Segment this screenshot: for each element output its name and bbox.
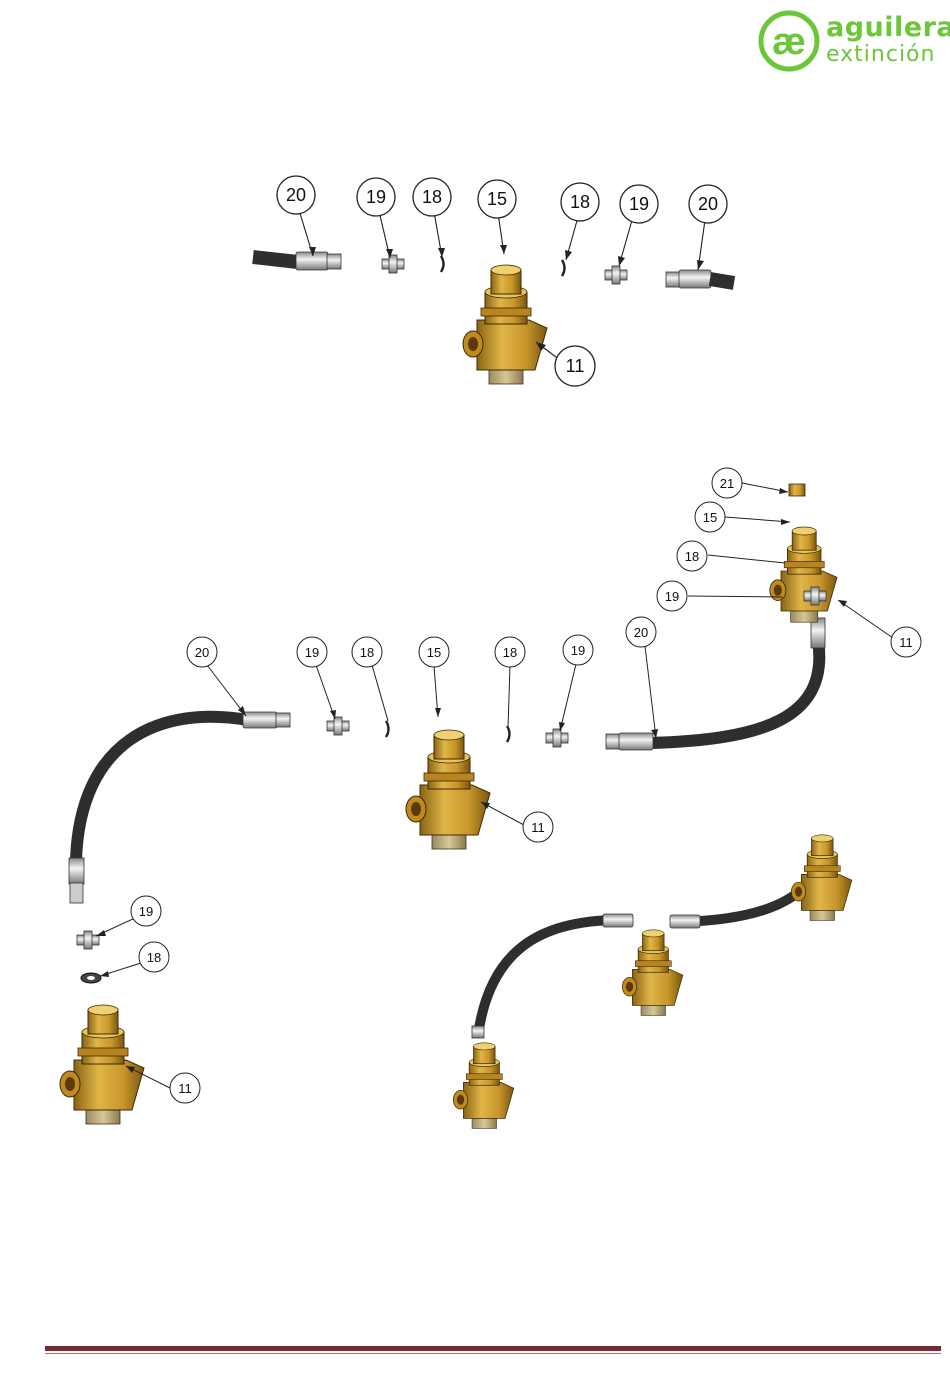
low-label-18: 18	[147, 950, 161, 965]
right-assembled-view: 21 15 18 19 20 11	[606, 468, 921, 750]
top-label-18-right: 18	[570, 192, 590, 212]
chain-valve-middle	[622, 930, 682, 1016]
mid-fitting-right	[546, 729, 568, 747]
low-label-11: 11	[178, 1081, 192, 1096]
mid-label-15: 15	[427, 645, 441, 660]
top-label-15: 15	[487, 189, 507, 209]
mid-label-18-right: 18	[503, 645, 517, 660]
right-valve	[770, 527, 837, 622]
top-label-19-left: 19	[366, 187, 386, 207]
top-hose-left	[253, 252, 341, 270]
footer-rule	[45, 1346, 941, 1351]
footer-rule-thin	[45, 1353, 941, 1354]
top-label-20-left: 20	[286, 185, 306, 205]
mid-seal-left	[386, 721, 389, 737]
low-valve	[60, 1005, 144, 1124]
chain-valve-left	[453, 1043, 513, 1129]
mid-label-19-right: 19	[571, 643, 585, 658]
chain-hose-left	[478, 920, 620, 1035]
right-label-18: 18	[685, 549, 699, 564]
mid-seal-right	[507, 726, 510, 742]
middle-exploded-view: 20 19 18 15 18 19 11 19 18 11	[60, 635, 593, 1124]
right-label-20: 20	[634, 625, 648, 640]
top-fitting-left	[382, 255, 404, 273]
mid-fitting-left	[327, 717, 349, 735]
right-label-11: 11	[899, 635, 913, 650]
chain-valve-right	[791, 835, 851, 921]
low-label-19: 19	[139, 904, 153, 919]
right-label-21: 21	[720, 476, 734, 491]
top-label-19-right: 19	[629, 194, 649, 214]
chain-assembly-view	[453, 835, 851, 1129]
top-label-11: 11	[566, 356, 585, 376]
top-valve	[463, 265, 547, 384]
mid-label-20: 20	[195, 645, 209, 660]
right-label-19: 19	[665, 589, 679, 604]
right-hose	[648, 640, 819, 743]
top-label-20-right: 20	[698, 194, 718, 214]
mid-label-11: 11	[531, 820, 545, 835]
top-seal-left	[441, 256, 444, 272]
mid-valve	[406, 730, 490, 849]
top-label-18-left: 18	[422, 187, 442, 207]
top-exploded-view: 20 19 18 15 18 19 20 11	[253, 176, 734, 386]
low-fitting	[77, 931, 99, 949]
top-seal-right	[562, 260, 565, 276]
top-fitting-right	[605, 266, 627, 284]
right-label-15: 15	[703, 510, 717, 525]
mid-label-18-left: 18	[360, 645, 374, 660]
top-hose-right	[666, 270, 734, 288]
mid-label-19-left: 19	[305, 645, 319, 660]
right-plug	[789, 484, 805, 496]
mid-hose	[76, 717, 248, 870]
